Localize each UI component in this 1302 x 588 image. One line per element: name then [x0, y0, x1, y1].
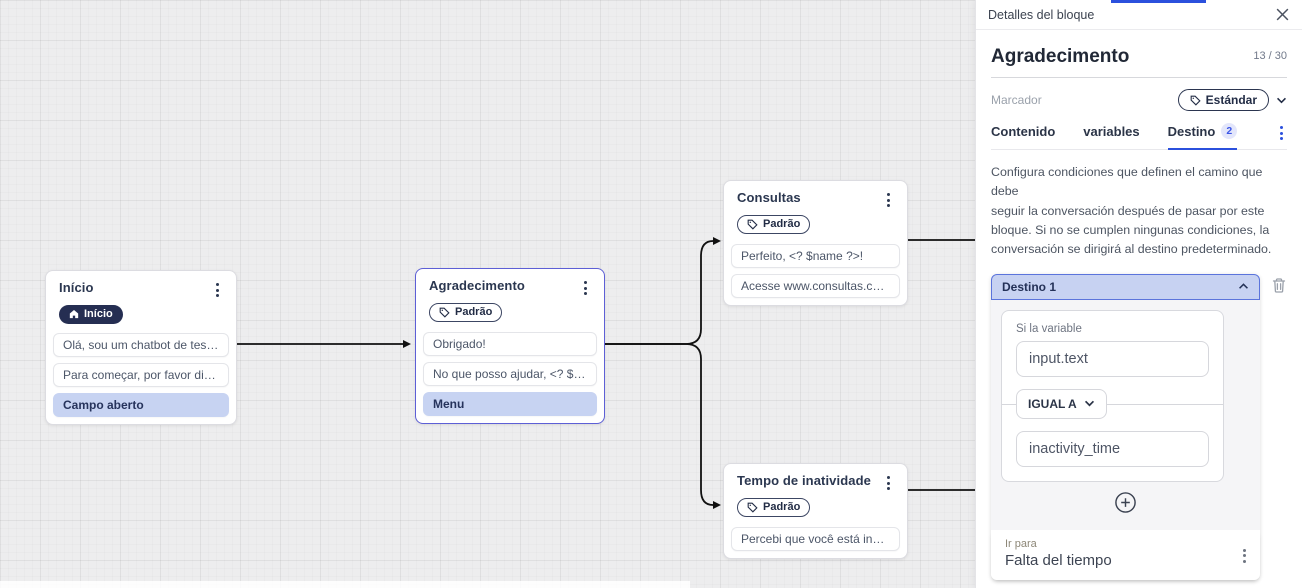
node-badge-label: Padrão	[455, 306, 493, 318]
node-title: Consultas	[737, 190, 801, 205]
flow-node-tempo-inatividade[interactable]: Tempo de inatividade Padrão Percebi que …	[723, 463, 908, 559]
plus-circle-icon	[1115, 491, 1136, 513]
go-to-options-icon[interactable]	[1239, 546, 1250, 566]
char-counter: 13 / 30	[1253, 50, 1287, 62]
node-menu-icon[interactable]	[212, 280, 223, 300]
node-message[interactable]: Acesse www.consultas.com par...	[731, 273, 900, 298]
node-open-field[interactable]: Campo aberto	[53, 393, 229, 417]
node-message[interactable]: No que posso ajudar, <? $name ...	[423, 361, 597, 386]
node-badge-label: Início	[84, 308, 113, 320]
tag-icon	[1190, 95, 1201, 106]
node-type-badge: Padrão	[737, 498, 811, 517]
node-message[interactable]: Percebi que você está inativo. C...	[731, 526, 900, 551]
tab-variables[interactable]: variables	[1083, 124, 1140, 139]
trash-icon	[1272, 278, 1286, 293]
node-type-badge: Início	[59, 305, 123, 324]
tag-icon	[747, 219, 758, 230]
panel-top-accent-bar	[1111, 0, 1206, 3]
panel-title: Detalles del bloque	[988, 7, 1095, 22]
chevron-up-icon[interactable]	[1238, 283, 1249, 290]
destination-count-badge: 2	[1221, 123, 1238, 139]
chevron-down-icon	[1084, 400, 1094, 407]
marker-label: Marcador	[991, 93, 1042, 107]
marker-select[interactable]: Estándar	[1177, 89, 1269, 111]
flow-node-consultas[interactable]: Consultas Padrão Perfeito, <? $name ?>! …	[723, 180, 908, 306]
node-type-badge: Padrão	[737, 215, 811, 234]
edge-agradecimento-tempo	[605, 343, 721, 509]
node-title: Início	[59, 280, 94, 295]
destination-description: Configura condiciones que definen el cam…	[991, 165, 1272, 257]
condition-label: Si la variable	[1016, 322, 1082, 335]
flow-node-inicio[interactable]: Início Início Olá, sou um chatbot de tes…	[45, 270, 237, 425]
destination-title: Destino 1	[1002, 279, 1057, 294]
value-input[interactable]	[1016, 430, 1209, 467]
node-menu-icon[interactable]	[580, 278, 591, 298]
node-message[interactable]: Para começar, por favor digite o ...	[53, 363, 229, 387]
tab-options-icon[interactable]	[1276, 123, 1287, 143]
delete-destination-button[interactable]	[1271, 277, 1287, 299]
marker-value: Estándar	[1205, 93, 1257, 107]
go-to-value: Falta del tiempo	[1005, 551, 1112, 569]
node-type-badge: Padrão	[429, 303, 503, 322]
node-title: Agradecimento	[429, 278, 525, 293]
tab-destino[interactable]: Destino 2	[1167, 123, 1238, 150]
chevron-down-icon[interactable]	[1276, 97, 1287, 104]
operator-value: IGUAL A	[1028, 396, 1077, 411]
edge-agradecimento-consultas	[605, 237, 721, 345]
tab-destino-label: Destino	[1167, 123, 1216, 139]
node-message[interactable]: Olá, sou um chatbot de teste!	[53, 333, 229, 357]
tag-icon	[747, 502, 758, 513]
variable-input[interactable]	[1016, 340, 1209, 377]
node-menu-row[interactable]: Menu	[423, 391, 597, 416]
close-icon[interactable]	[1275, 7, 1290, 22]
destination-header[interactable]: Destino 1	[991, 273, 1260, 300]
tag-icon	[439, 307, 450, 318]
horizontal-scrollbar-track[interactable]	[0, 581, 690, 588]
node-menu-icon[interactable]	[883, 190, 894, 210]
go-to-label: Ir para	[1005, 537, 1037, 550]
node-badge-label: Padrão	[763, 501, 801, 513]
flow-node-agradecimento[interactable]: Agradecimento Padrão Obrigado! No que po…	[415, 268, 605, 424]
node-badge-label: Padrão	[763, 218, 801, 230]
connector-edges	[237, 237, 975, 509]
flow-canvas[interactable]: Início Início Olá, sou um chatbot de tes…	[0, 0, 975, 588]
home-icon	[69, 310, 79, 319]
block-details-panel: Detalles del bloque Agradecimento 13 / 3…	[975, 0, 1302, 588]
divider	[991, 77, 1287, 78]
add-condition-button[interactable]	[1114, 491, 1137, 514]
node-menu-icon[interactable]	[883, 473, 894, 493]
node-message[interactable]: Obrigado!	[423, 331, 597, 356]
block-name: Agradecimento	[991, 46, 1130, 67]
condition-card: Si la variable IGUAL A	[1001, 309, 1224, 482]
tab-contenido[interactable]: Contenido	[991, 124, 1056, 139]
node-title: Tempo de inatividade	[737, 473, 871, 488]
go-to-section: Ir para Falta del tiempo	[991, 529, 1260, 580]
destination-card: Destino 1 Si la variable IGUAL A	[991, 273, 1260, 580]
operator-select[interactable]: IGUAL A	[1016, 388, 1107, 419]
node-message[interactable]: Perfeito, <? $name ?>!	[731, 243, 900, 268]
